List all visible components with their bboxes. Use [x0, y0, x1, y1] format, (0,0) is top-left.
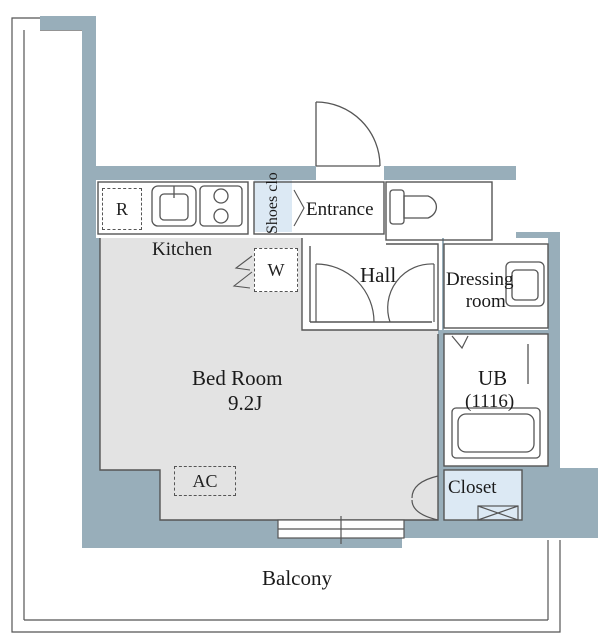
bathtub-icon	[451, 344, 541, 459]
unit-bath-label: UB	[478, 366, 508, 390]
door-swing-icon	[315, 263, 469, 521]
washer-drain-icon	[232, 255, 253, 289]
dressing-room-line1: Dressing	[446, 269, 514, 290]
bedroom-size: 9.2J	[228, 391, 263, 415]
floor	[96, 180, 548, 520]
closet-label: Closet	[448, 477, 497, 498]
interior-walls	[97, 181, 549, 521]
balcony-outline	[11, 17, 561, 633]
hall-label: Hall	[360, 263, 397, 287]
entrance-step-icon	[293, 189, 305, 227]
dressing-room-label: Dressing room	[446, 270, 514, 311]
washbasin-icon	[505, 261, 545, 307]
entrance-label: Entrance	[306, 199, 374, 220]
kitchen-label: Kitchen	[152, 239, 213, 260]
bedroom-label: Bed Room	[192, 366, 283, 390]
closet-rod-icon	[477, 505, 519, 521]
balcony-label: Balcony	[262, 566, 332, 590]
air-conditioner: AC	[174, 466, 236, 496]
unit-bath-size: (1116)	[465, 391, 515, 412]
shoes-closet-label: Shoes clo	[264, 172, 281, 234]
sink-icon	[151, 185, 197, 227]
window	[277, 516, 405, 544]
refrigerator-space: R	[102, 188, 142, 230]
front-door	[315, 100, 381, 180]
dressing-room-line2: room	[465, 291, 506, 312]
toilet-icon	[389, 189, 437, 225]
stove-icon	[199, 185, 243, 227]
washer-space: W	[254, 248, 298, 292]
